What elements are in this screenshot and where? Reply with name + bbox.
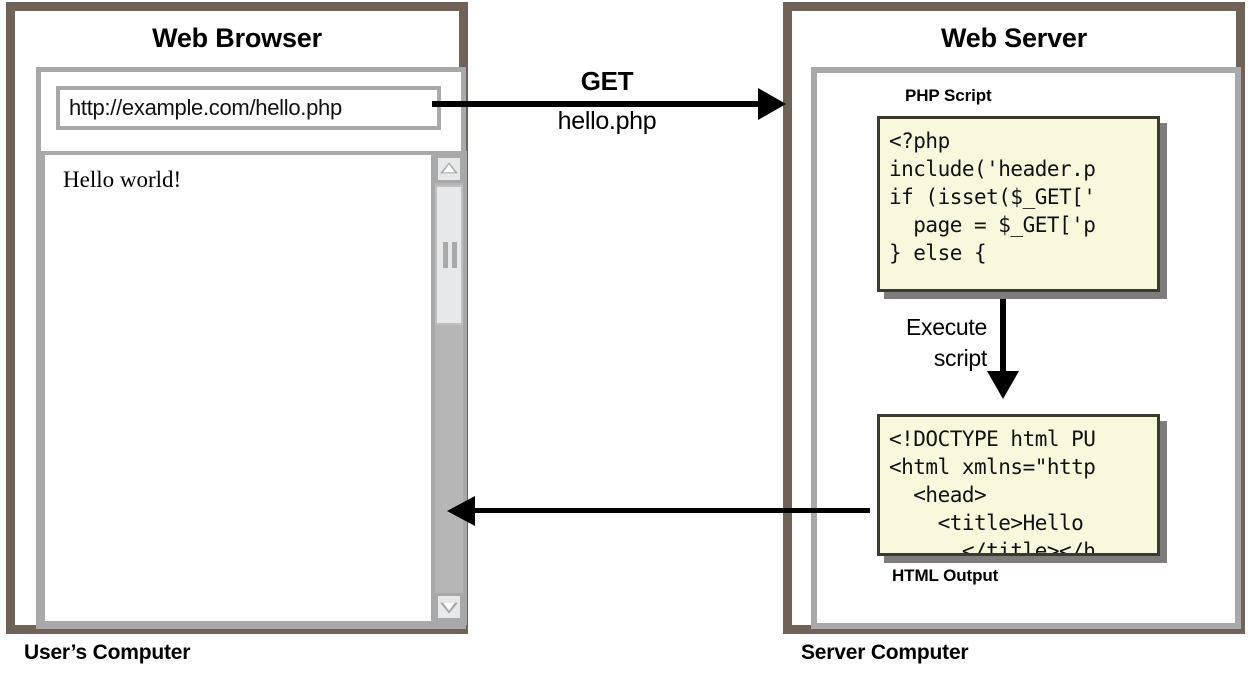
request-arrow-head-icon (758, 88, 786, 120)
rendered-page-text: Hello world! (63, 167, 182, 192)
browser-viewport: Hello world! (41, 151, 461, 625)
server-computer-label: Server Computer (801, 641, 969, 664)
grip-line-icon (443, 242, 448, 268)
response-arrow-head-icon (447, 496, 475, 526)
execute-arrow-head-icon (987, 371, 1019, 399)
browser-title: Web Browser (152, 23, 322, 53)
html-output-code-box: <!DOCTYPE html PU <html xmlns="http <hea… (877, 414, 1160, 556)
php-script-label: PHP Script (905, 86, 992, 105)
user-computer-label: User’s Computer (24, 641, 191, 664)
request-label: GET (580, 66, 634, 96)
execute-label: Execute script (905, 314, 987, 371)
url-input[interactable]: http://example.com/hello.php (56, 86, 441, 130)
request-arrow-line (432, 101, 762, 107)
triangle-up-icon (440, 162, 458, 174)
response-arrow-line (470, 508, 870, 513)
grip-line-icon (452, 242, 457, 268)
browser-toolbar: http://example.com/hello.php (41, 72, 461, 145)
html-output-label: HTML Output (892, 566, 999, 585)
execute-arrow-line (1000, 299, 1006, 377)
vertical-scrollbar[interactable] (431, 151, 467, 625)
scroll-down-button[interactable] (435, 593, 463, 621)
scroll-up-button[interactable] (435, 155, 463, 183)
browser-window: http://example.com/hello.php Hello world… (36, 67, 467, 629)
request-sublabel: hello.php (557, 107, 657, 135)
server-title: Web Server (940, 23, 1088, 53)
php-script-code-box: <?php include('header.p if (isset($_GET[… (877, 116, 1160, 292)
triangle-down-icon (440, 602, 458, 614)
user-computer-frame: Web Browser http://example.com/hello.php… (6, 2, 468, 634)
scrollbar-thumb[interactable] (435, 185, 463, 325)
